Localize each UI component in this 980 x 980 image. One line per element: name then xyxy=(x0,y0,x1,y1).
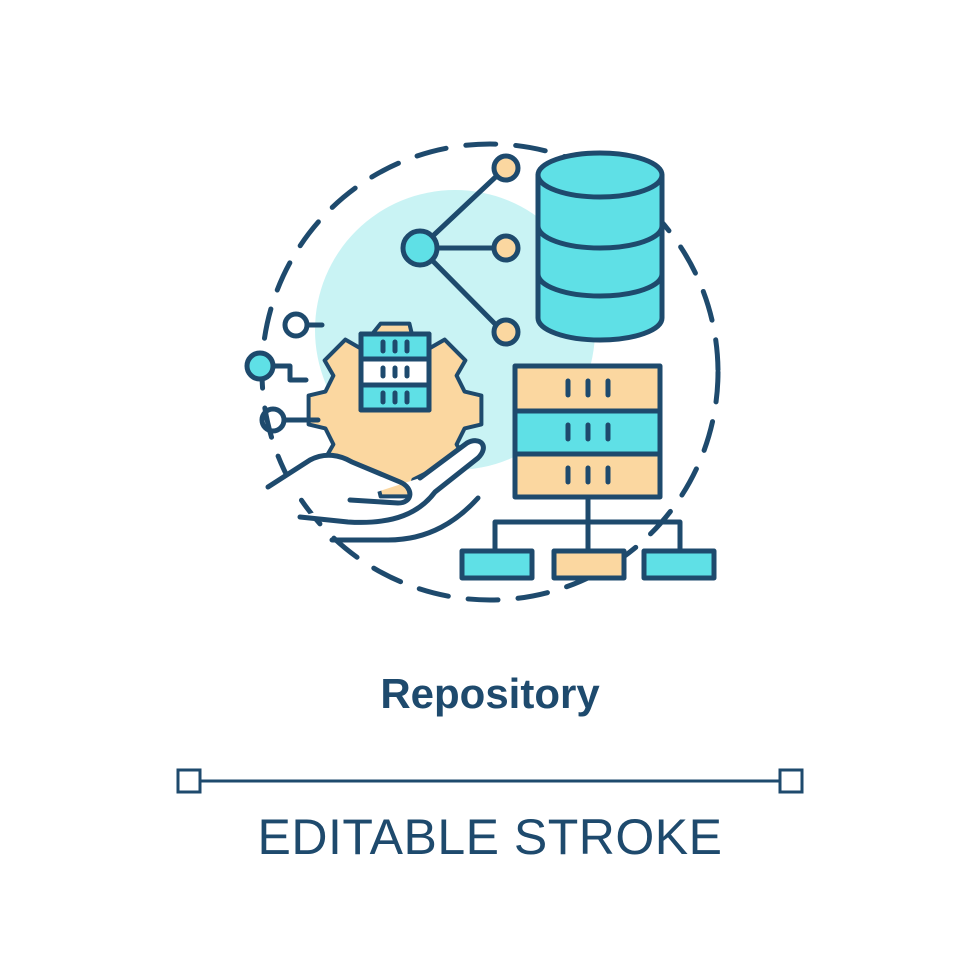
stroke-anchor-right xyxy=(778,768,804,794)
hierarchy-tree-icon xyxy=(459,494,717,581)
stroke-anchor-left xyxy=(176,768,202,794)
circuit-connectors-icon xyxy=(244,311,325,434)
server-rack-icon xyxy=(512,363,663,500)
editable-stroke-caption: EDITABLE STROKE xyxy=(257,809,723,865)
database-icon xyxy=(535,150,665,343)
editable-stroke-line xyxy=(176,768,804,794)
open-hand-icon xyxy=(265,438,486,543)
share-network-icon xyxy=(400,153,521,347)
icon-title: Repository xyxy=(380,670,600,717)
